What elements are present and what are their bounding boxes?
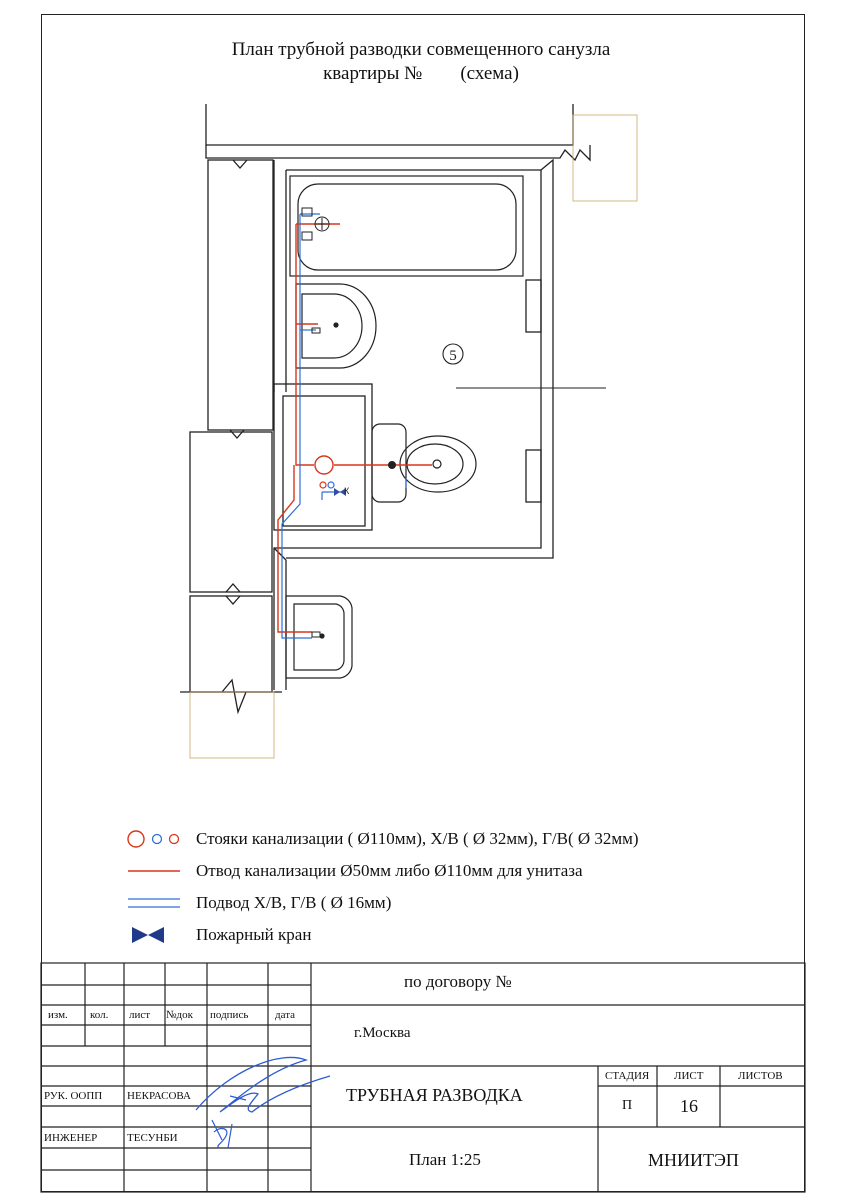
legend-text-supply: Подвод Х/В, Г/В ( Ø 16мм)	[196, 893, 392, 912]
fire-tap-letter: К	[344, 486, 350, 496]
stage-label: СТАДИЯ	[605, 1070, 650, 1082]
drawing-name: ТРУБНАЯ РАЗВОДКА	[346, 1085, 523, 1105]
legend-text-risers: Стояки канализации ( Ø110мм), Х/В ( Ø 32…	[196, 829, 639, 848]
bath-taps	[301, 207, 330, 638]
room-number-circle	[442, 343, 464, 365]
blue-line-icon	[120, 890, 196, 916]
sewer-pipes	[277, 223, 432, 633]
name-engineer: ТЕСУНБИ	[127, 1132, 178, 1144]
sheet-label: ЛИСТ	[674, 1070, 704, 1082]
sheet-value: 16	[680, 1096, 698, 1116]
legend-item-fire-tap: Пожарный кран	[120, 922, 311, 948]
scale-label: План 1:25	[409, 1150, 481, 1169]
legend-item-risers: Стояки канализации ( Ø110мм), Х/В ( Ø 32…	[120, 826, 639, 852]
drawing-title-line1: План трубной разводки совмещенного сануз…	[231, 39, 611, 60]
header-list: лист	[129, 1009, 151, 1021]
signature-nekrasova	[195, 1056, 331, 1113]
header-kol: кол.	[90, 1009, 109, 1021]
signature-tesunbi	[211, 1119, 233, 1149]
legend-item-sewer: Отвод канализации Ø50мм либо Ø110мм для …	[120, 858, 583, 884]
stage-value: П	[622, 1098, 633, 1113]
cold-water-riser-icon	[327, 481, 335, 489]
organization-name: МНИИТЭП	[648, 1150, 739, 1170]
toilet	[371, 423, 477, 503]
role-engineer: ИНЖЕНЕР	[44, 1132, 98, 1144]
contract-number-label: по договору №	[404, 972, 512, 991]
legend-text-sewer: Отвод канализации Ø50мм либо Ø110мм для …	[196, 861, 583, 880]
washbasin-upper	[295, 283, 377, 369]
drawing-title-line2: квартиры № (схема)	[0, 62, 842, 86]
washbasin-lower	[285, 595, 353, 679]
scheme-label: (схема)	[460, 63, 519, 84]
city-label: г.Москва	[354, 1025, 411, 1041]
fire-tap-icon	[120, 922, 196, 948]
room-number: 5	[449, 348, 457, 364]
riser-circles-icon	[120, 826, 196, 852]
bathtub	[289, 175, 524, 277]
sheets-label: ЛИСТОВ	[738, 1070, 783, 1082]
header-izm: изм.	[48, 1009, 68, 1021]
sewer-riser-icon	[314, 455, 334, 475]
name-head: НЕКРАСОВА	[127, 1090, 191, 1102]
header-data: дата	[275, 1009, 296, 1021]
risers	[314, 455, 396, 489]
plan-fire-tap-icon	[334, 488, 346, 496]
role-head: РУК. ООПП	[44, 1090, 103, 1102]
apartment-number-label: квартиры №	[323, 63, 423, 84]
legend-item-supply: Подвод Х/В, Г/В ( Ø 16мм)	[120, 890, 391, 916]
header-ndok: №док	[166, 1009, 193, 1021]
hot-water-riser-icon	[319, 481, 327, 489]
red-line-icon	[120, 858, 196, 884]
header-podpis: подпись	[210, 1009, 249, 1021]
legend-text-fire-tap: Пожарный кран	[196, 925, 312, 944]
